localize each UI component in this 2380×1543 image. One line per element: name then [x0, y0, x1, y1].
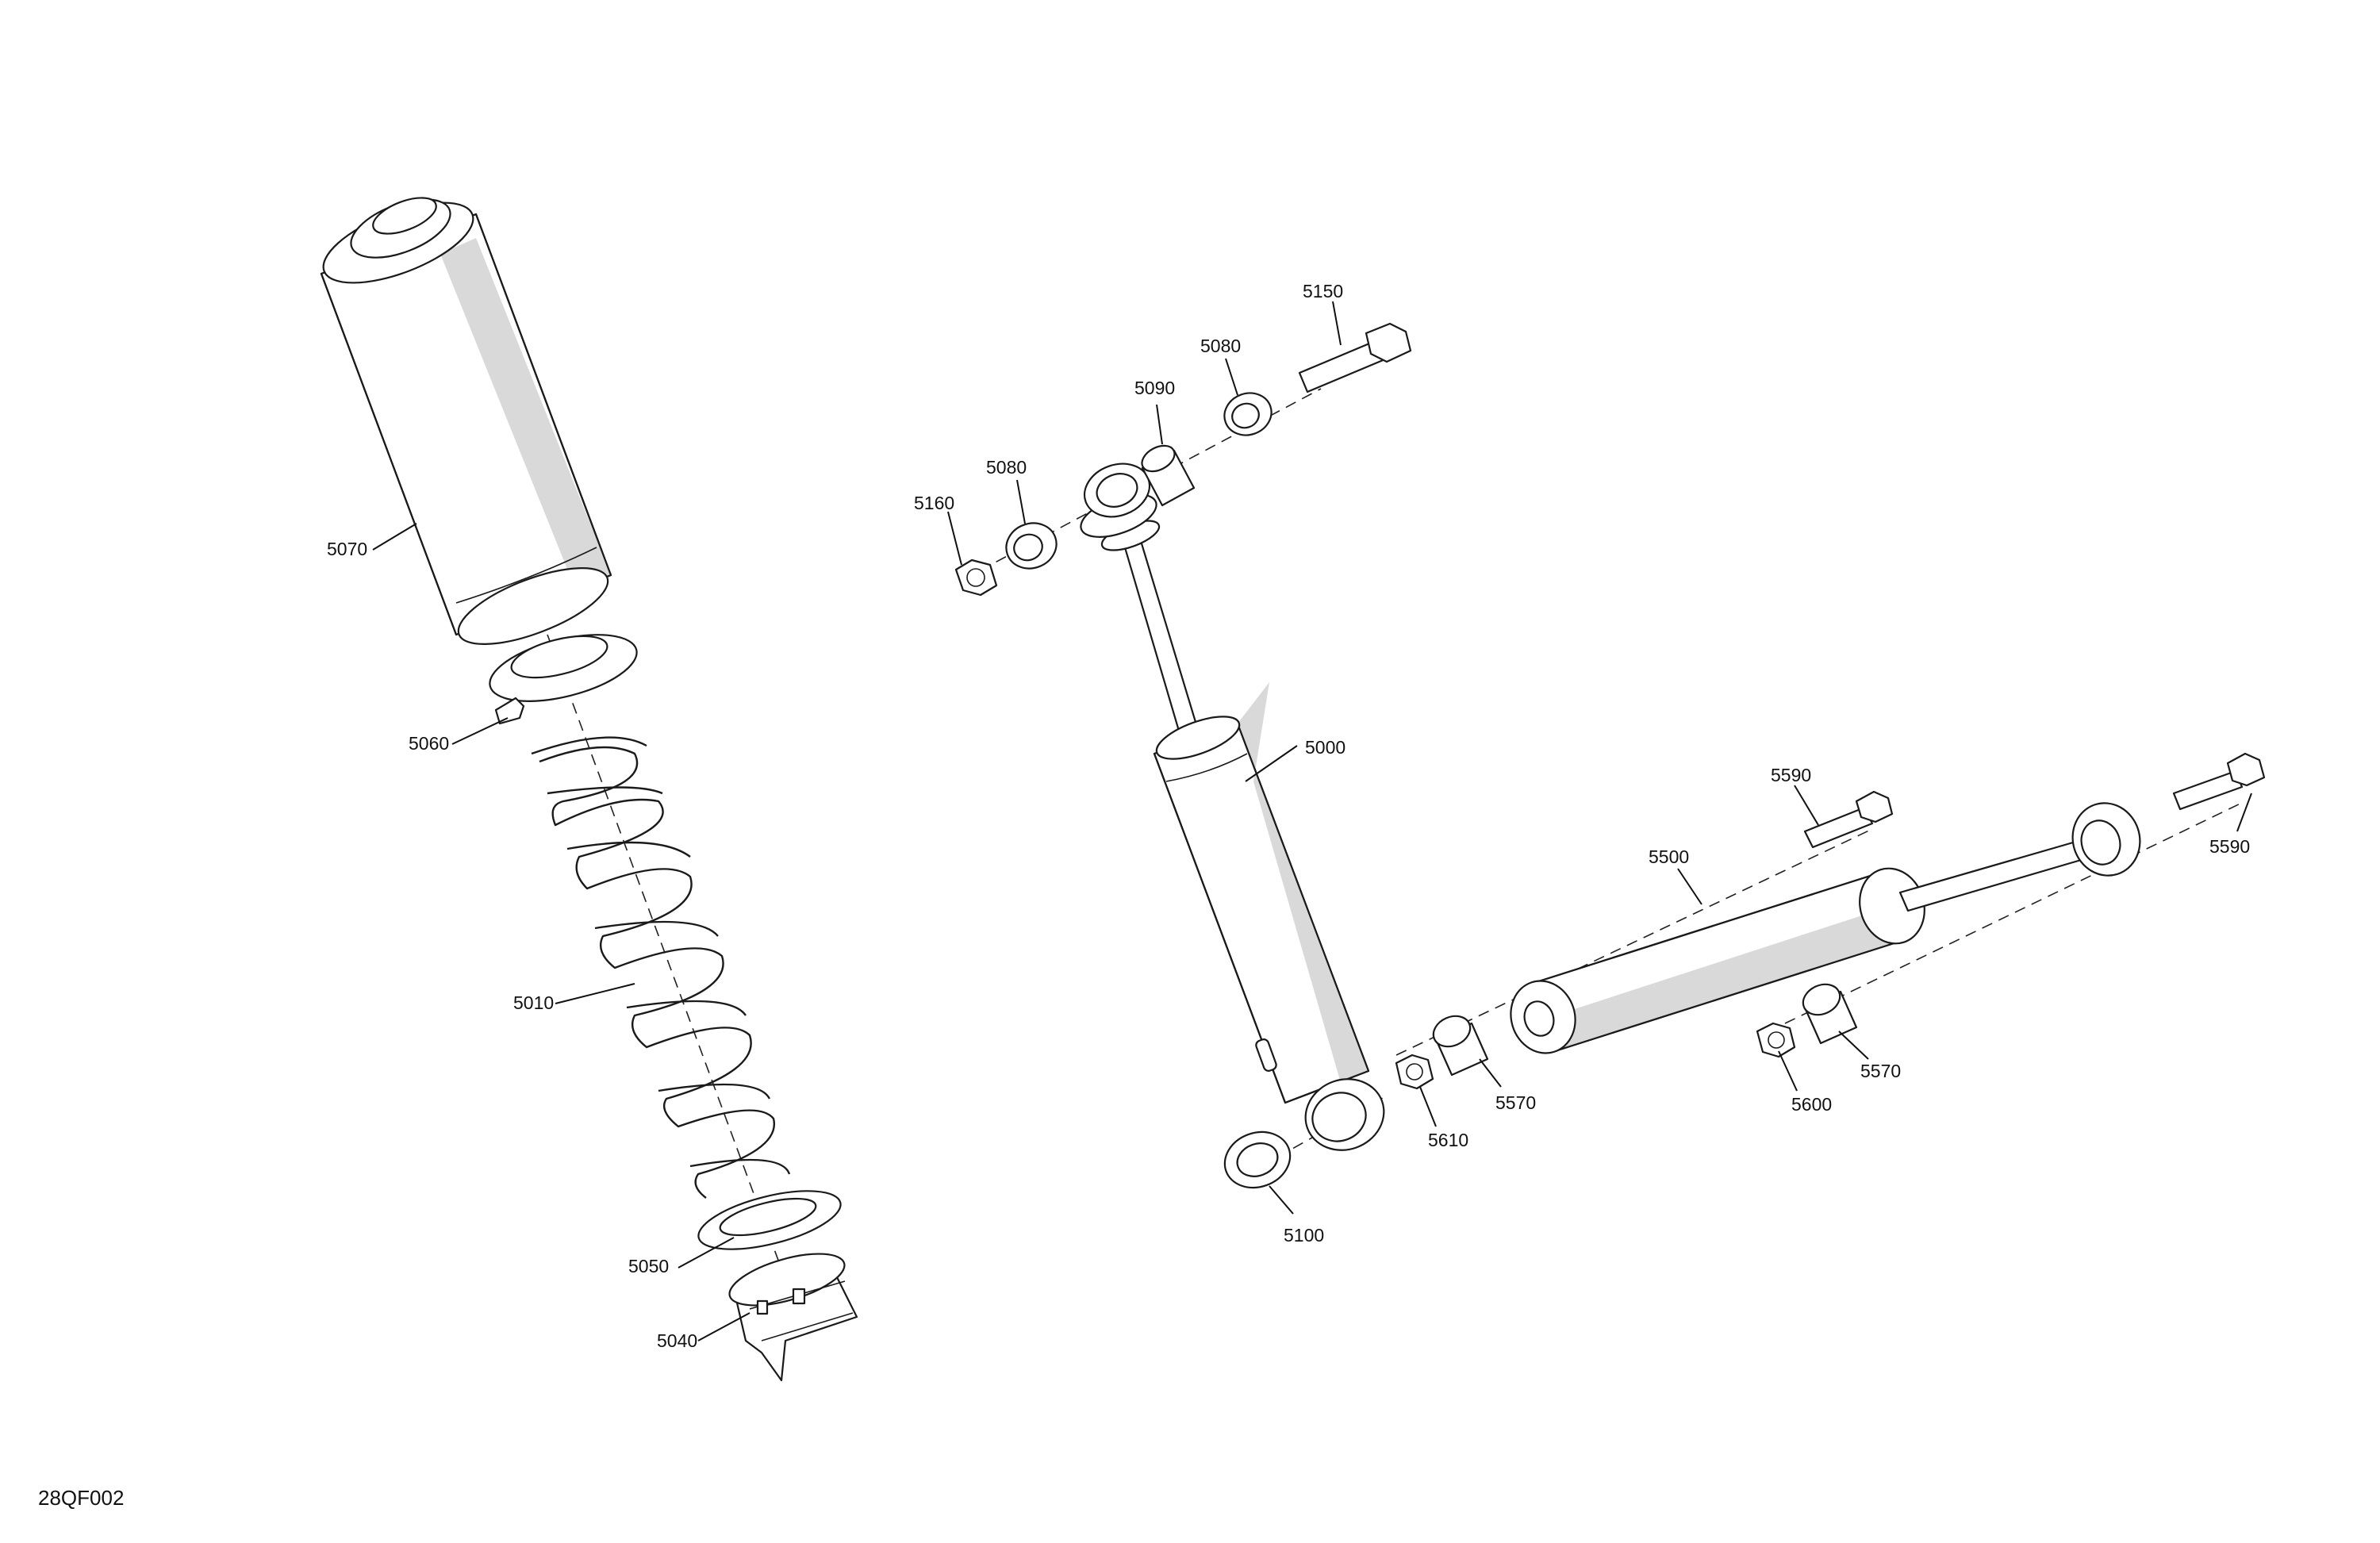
callout-5070: 5070 — [327, 539, 367, 559]
callout-5060: 5060 — [409, 733, 449, 754]
part-5040-preload-adjuster[interactable] — [724, 1243, 858, 1382]
callout-5570-left: 5570 — [1495, 1092, 1536, 1113]
callout-5080-right: 5080 — [1200, 336, 1241, 356]
part-5160-nut[interactable] — [954, 558, 998, 597]
centerline-damper-left-axis — [1395, 828, 1873, 1056]
part-5150-bolt[interactable] — [1298, 322, 1412, 393]
callout-5590-left: 5590 — [1771, 765, 1811, 785]
part-5050-washer[interactable] — [693, 1180, 846, 1261]
part-5080-bushing-right[interactable] — [1219, 386, 1277, 441]
callout-5150: 5150 — [1303, 281, 1343, 301]
callout-5090: 5090 — [1134, 378, 1175, 398]
callout-5080-left: 5080 — [986, 457, 1027, 478]
part-5100-bushing[interactable] — [1217, 1123, 1298, 1197]
part-5000-shock-absorber[interactable] — [1075, 455, 1394, 1161]
part-5500-steering-damper[interactable] — [1502, 794, 2149, 1061]
part-5570-spacer-right[interactable] — [1798, 979, 1858, 1045]
leader-lines — [372, 301, 2252, 1341]
part-5590-bolt-left[interactable] — [1803, 790, 1894, 849]
callout-5010: 5010 — [513, 992, 554, 1013]
callout-5500: 5500 — [1649, 846, 1689, 867]
part-5070-dust-cover[interactable] — [313, 186, 617, 660]
part-5570-spacer-left[interactable] — [1429, 1011, 1489, 1077]
callout-5600: 5600 — [1791, 1094, 1832, 1115]
centerline-left-axis — [547, 634, 794, 1302]
part-5590-bolt-right[interactable] — [2172, 752, 2266, 811]
callout-5000: 5000 — [1305, 737, 1345, 758]
part-5010-coil-spring[interactable] — [531, 736, 791, 1199]
part-5060-spring-retainer[interactable] — [483, 622, 643, 725]
part-5610-nut[interactable] — [1395, 1054, 1434, 1090]
part-5600-nut[interactable] — [1756, 1022, 1796, 1058]
callout-5570-right: 5570 — [1860, 1061, 1901, 1081]
callout-5100: 5100 — [1284, 1225, 1324, 1246]
callout-5050: 5050 — [628, 1256, 669, 1276]
diagram-reference-code: 28QF002 — [38, 1486, 124, 1510]
part-5090-sleeve[interactable] — [1138, 440, 1196, 507]
callout-5590-right: 5590 — [2209, 836, 2250, 857]
centerline-damper-right-axis — [1784, 800, 2246, 1024]
callout-5610: 5610 — [1428, 1130, 1468, 1150]
callout-5040: 5040 — [657, 1330, 697, 1351]
part-5080-bushing-left[interactable] — [1000, 516, 1062, 576]
callout-5160: 5160 — [914, 493, 954, 513]
